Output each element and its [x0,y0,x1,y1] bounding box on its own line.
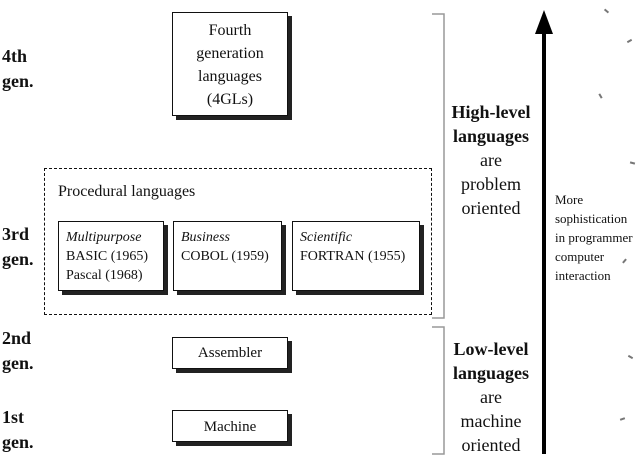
fourth-gen-box: Fourth generation languages (4GLs) [172,12,288,116]
high-level-bracket [432,13,445,319]
basic-item: BASIC (1965) [66,249,149,264]
scientific-category: Scientific [300,230,353,245]
fortran-item: FORTRAN (1955) [300,249,406,264]
high-level-description: High-level languages are problem oriente… [451,102,531,218]
sophistication-arrow-head [535,10,553,34]
multipurpose-category: Multipurpose [66,230,142,245]
business-category: Business [181,230,230,245]
low-level-description: Low-level languages are machine oriented [452,339,530,455]
sophistication-note: More sophistication in programmer comput… [555,192,633,283]
pascal-item: Pascal (1968) [66,268,143,283]
multipurpose-box: Multipurpose BASIC (1965) Pascal (1968) [58,221,164,291]
cobol-item: COBOL (1959) [181,249,269,264]
procedural-title: Procedural languages [58,183,196,200]
business-box: Business COBOL (1959) [173,221,282,291]
procedural-languages-group [44,168,432,315]
scientific-box: Scientific FORTRAN (1955) [292,221,420,291]
low-level-bracket [432,326,445,455]
assembler-box: Assembler [172,337,288,369]
machine-box: Machine [172,410,288,442]
